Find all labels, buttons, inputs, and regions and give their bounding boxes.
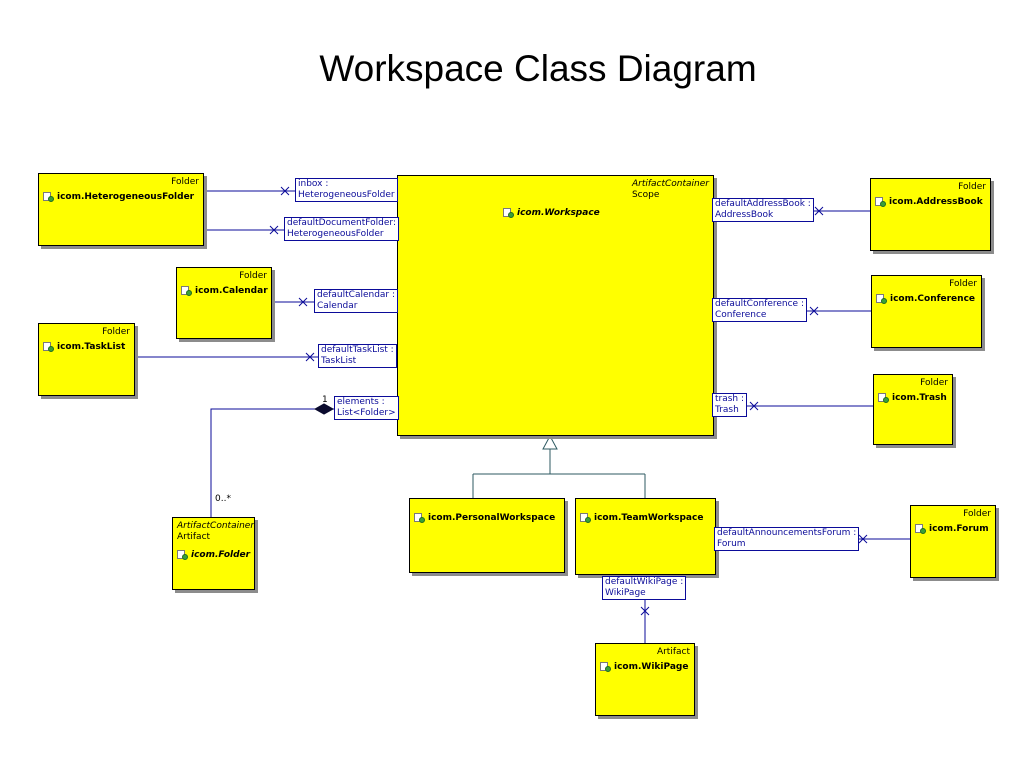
class-name: icom.TeamWorkspace (580, 513, 703, 523)
class-name: icom.WikiPage (600, 662, 688, 672)
class-forum[interactable]: Folder icom.Forum (910, 505, 996, 578)
role-label-default-calendar: defaultCalendar :Calendar (314, 289, 399, 313)
class-name: icom.TaskList (43, 342, 125, 352)
class-name: icom.HeterogeneousFolder (43, 192, 194, 202)
class-team-workspace[interactable]: icom.TeamWorkspace (575, 498, 716, 575)
class-tasklist[interactable]: Folder icom.TaskList (38, 323, 135, 396)
stereotype-label: Folder (949, 279, 977, 289)
x-mark-default-conference (809, 306, 819, 316)
stereotype-label: Folder (963, 509, 991, 519)
multiplicity-one: 1 (322, 395, 328, 405)
class-icon (181, 286, 192, 296)
stereotype-label: Folder (102, 327, 130, 337)
stereotype-label: Artifact (656, 647, 690, 657)
x-mark-default-calendar (298, 297, 308, 307)
stereotype-label: ArtifactContainer Scope (631, 179, 709, 200)
class-calendar[interactable]: Folder icom.Calendar (176, 267, 272, 339)
class-icon (876, 294, 887, 304)
class-name: icom.AddressBook (875, 197, 983, 207)
class-name: icom.Conference (876, 294, 975, 304)
composition-diamond (313, 403, 335, 415)
x-mark-default-announcements-forum (858, 534, 868, 544)
role-label-default-document-folder: defaultDocumentFolder:HeterogeneousFolde… (284, 217, 399, 241)
class-name: icom.Folder (177, 550, 250, 560)
class-heterogeneous-folder[interactable]: Folder icom.HeterogeneousFolder (38, 173, 204, 246)
class-name: icom.Calendar (181, 286, 268, 296)
page-title: Workspace Class Diagram (319, 48, 757, 89)
class-icon (875, 197, 886, 207)
class-icon (503, 208, 514, 218)
class-name: icom.Trash (878, 393, 947, 403)
class-name: icom.PersonalWorkspace (414, 513, 555, 523)
stereotype-label: Folder (920, 378, 948, 388)
x-mark-default-tasklist (305, 352, 315, 362)
class-wikipage[interactable]: Artifact icom.WikiPage (595, 643, 695, 716)
stereotype-label: ArtifactContainer Artifact (177, 521, 255, 542)
class-icon (915, 524, 926, 534)
stereotype-label: Folder (958, 182, 986, 192)
role-label-default-addressbook: defaultAddressBook :AddressBook (712, 198, 814, 222)
role-label-trash: trash :Trash (712, 393, 748, 417)
generalization-arrowhead (542, 434, 558, 450)
x-mark-default-document-folder (269, 225, 279, 235)
multiplicity-many: 0..* (215, 494, 231, 504)
navigability-marks (269, 186, 868, 616)
class-icon (43, 192, 54, 202)
class-trash[interactable]: Folder icom.Trash (873, 374, 953, 445)
role-label-default-tasklist: defaultTaskList :TaskList (318, 344, 397, 368)
composition-elements-line (210, 408, 334, 517)
class-name: icom.Forum (915, 524, 989, 534)
class-icon (600, 662, 611, 672)
class-conference[interactable]: Folder icom.Conference (871, 275, 982, 348)
role-label-default-conference: defaultConference :Conference (712, 298, 807, 322)
class-name: icom.Workspace (503, 208, 600, 218)
stereotype-label: Folder (239, 271, 267, 281)
class-folder[interactable]: ArtifactContainer Artifact icom.Folder (172, 517, 255, 590)
class-icon (414, 513, 425, 523)
generalization-tree (472, 449, 646, 498)
class-icon (878, 393, 889, 403)
x-mark-trash (749, 401, 759, 411)
class-personal-workspace[interactable]: icom.PersonalWorkspace (409, 498, 565, 573)
role-label-inbox: inbox :HeterogeneousFolder (295, 178, 398, 202)
x-mark-default-addressbook (814, 206, 824, 216)
class-icon (177, 550, 188, 560)
role-label-default-announcements-forum: defaultAnnouncementsForum :Forum (714, 527, 860, 551)
role-label-default-wikipage: defaultWikiPage :WikiPage (602, 576, 687, 600)
class-icon (580, 513, 591, 523)
role-label-elements: elements :List<Folder> (334, 396, 399, 420)
class-icon (43, 342, 54, 352)
x-mark-default-wikipage (640, 606, 650, 616)
class-workspace[interactable]: ArtifactContainer Scope icom.Workspace (397, 175, 714, 436)
stereotype-label: Folder (171, 177, 199, 187)
class-addressbook[interactable]: Folder icom.AddressBook (870, 178, 991, 251)
x-mark-inbox (280, 186, 290, 196)
